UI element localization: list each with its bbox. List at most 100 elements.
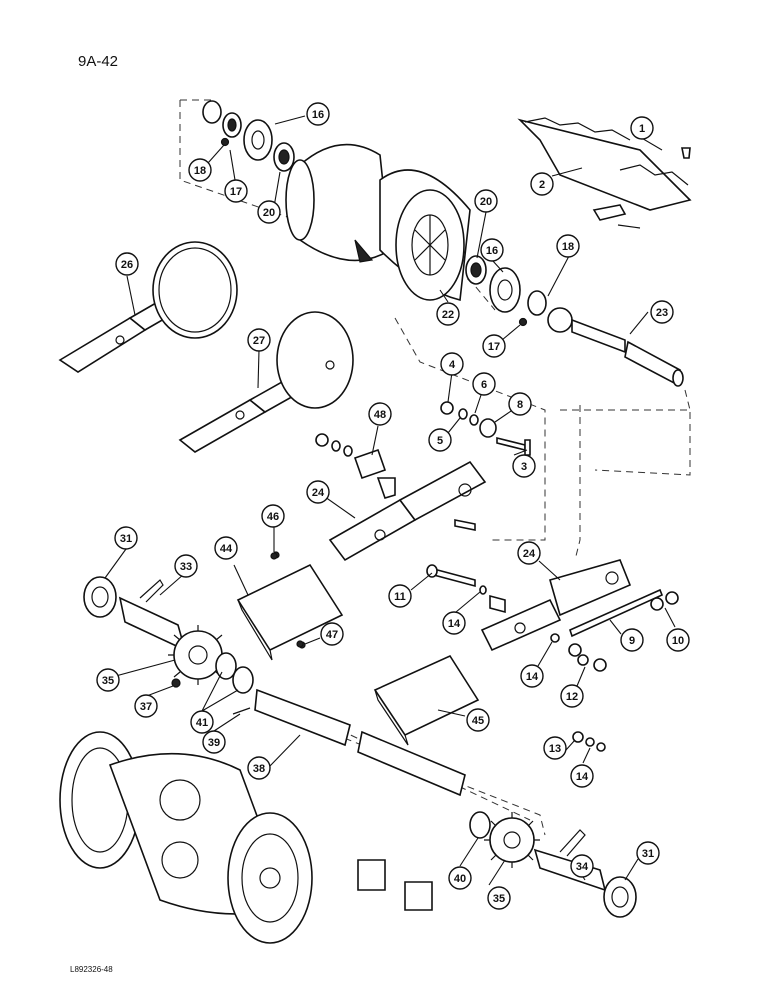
callout-circle xyxy=(480,238,504,262)
callout-label: 35 xyxy=(102,675,114,687)
plates-lower xyxy=(357,859,433,911)
callout-20: 20 xyxy=(474,189,498,213)
callout-circle xyxy=(560,684,584,708)
callout-24: 24 xyxy=(517,541,541,565)
callout-26: 26 xyxy=(115,252,139,276)
upper-right-bearing-set xyxy=(465,255,573,333)
callout-label: 16 xyxy=(486,245,498,257)
callout-17: 17 xyxy=(482,334,506,358)
callout-circle xyxy=(474,189,498,213)
callout-label: 39 xyxy=(208,737,220,749)
callout-17: 17 xyxy=(224,179,248,203)
callout-label: 23 xyxy=(656,307,668,319)
callout-circle xyxy=(487,886,511,910)
callout-label: 47 xyxy=(326,629,338,641)
callout-39: 39 xyxy=(202,730,226,754)
pin-39 xyxy=(232,707,251,715)
callout-label: 38 xyxy=(253,763,265,775)
callout-circle xyxy=(440,352,464,376)
callout-label: 37 xyxy=(140,701,152,713)
callout-circle xyxy=(134,694,158,718)
callout-circle xyxy=(115,252,139,276)
callout-5: 5 xyxy=(428,428,452,452)
page-number: 9A-42 xyxy=(78,53,118,70)
callout-circle xyxy=(174,554,198,578)
callout-38: 38 xyxy=(247,756,271,780)
callout-14: 14 xyxy=(520,664,544,688)
callout-45: 45 xyxy=(466,708,490,732)
callout-label: 24 xyxy=(312,487,325,499)
callout-10: 10 xyxy=(666,628,690,652)
callout-circle xyxy=(517,541,541,565)
arm-24-upper xyxy=(328,460,487,562)
callout-12: 12 xyxy=(560,684,584,708)
callout-label: 9 xyxy=(629,635,635,647)
callout-circle xyxy=(214,536,238,560)
callout-label: 26 xyxy=(121,259,133,271)
callout-label: 8 xyxy=(517,399,523,411)
callout-35: 35 xyxy=(96,668,120,692)
callout-label: 46 xyxy=(267,511,279,523)
callout-18: 18 xyxy=(188,158,212,182)
callout-label: 18 xyxy=(562,241,574,253)
nuts-12 xyxy=(577,654,607,672)
callout-23: 23 xyxy=(650,300,674,324)
callout-circle xyxy=(472,372,496,396)
callout-circle xyxy=(448,866,472,890)
callout-leaders xyxy=(104,115,676,886)
callout-37: 37 xyxy=(134,694,158,718)
nuts-10 xyxy=(650,591,679,611)
callout-circle xyxy=(428,428,452,452)
callout-13: 13 xyxy=(543,736,567,760)
callout-48: 48 xyxy=(368,402,392,426)
callout-circle xyxy=(482,334,506,358)
callout-circle xyxy=(636,841,660,865)
callout-14: 14 xyxy=(570,764,594,788)
callout-circle xyxy=(96,668,120,692)
callout-2: 2 xyxy=(530,172,554,196)
shaft-33 xyxy=(118,579,187,652)
figure-id: L892326-48 xyxy=(70,965,113,974)
callout-circle xyxy=(247,756,271,780)
hardware-stack-4-8 xyxy=(440,401,531,456)
callout-circle xyxy=(306,480,330,504)
callout-circle xyxy=(436,302,460,326)
callout-circle xyxy=(320,622,344,646)
callout-9: 9 xyxy=(620,628,644,652)
callout-label: 1 xyxy=(639,123,645,135)
callout-11: 11 xyxy=(388,584,412,608)
callout-label: 33 xyxy=(180,561,192,573)
plate-45 xyxy=(373,654,480,746)
callout-label: 44 xyxy=(220,543,233,555)
bearing-31-right xyxy=(603,876,637,918)
callout-label: 35 xyxy=(493,893,505,905)
shaft-38 xyxy=(254,688,466,797)
callout-label: 24 xyxy=(523,548,536,560)
callout-label: 10 xyxy=(672,635,684,647)
callout-46: 46 xyxy=(261,504,285,528)
callout-31: 31 xyxy=(636,841,660,865)
spacer-14 xyxy=(479,585,506,614)
callout-34: 34 xyxy=(570,854,594,878)
washers-41 xyxy=(215,652,254,694)
sprocket-35-right xyxy=(484,812,540,868)
callout-circle xyxy=(466,708,490,732)
callout-label: 34 xyxy=(576,861,589,873)
callout-circle xyxy=(556,234,580,258)
callout-label: 2 xyxy=(539,179,545,191)
callout-circle xyxy=(650,300,674,324)
callout-label: 20 xyxy=(480,196,492,208)
callout-circle xyxy=(512,454,536,478)
rod-9 xyxy=(550,588,664,657)
upper-shaft xyxy=(571,318,684,387)
callout-47: 47 xyxy=(320,622,344,646)
callout-circle xyxy=(368,402,392,426)
callout-24: 24 xyxy=(306,480,330,504)
callout-label: 17 xyxy=(488,341,500,353)
callout-circle xyxy=(257,200,281,224)
callout-label: 14 xyxy=(526,671,539,683)
callout-circle xyxy=(620,628,644,652)
callout-circle xyxy=(543,736,567,760)
callout-label: 5 xyxy=(437,435,443,447)
